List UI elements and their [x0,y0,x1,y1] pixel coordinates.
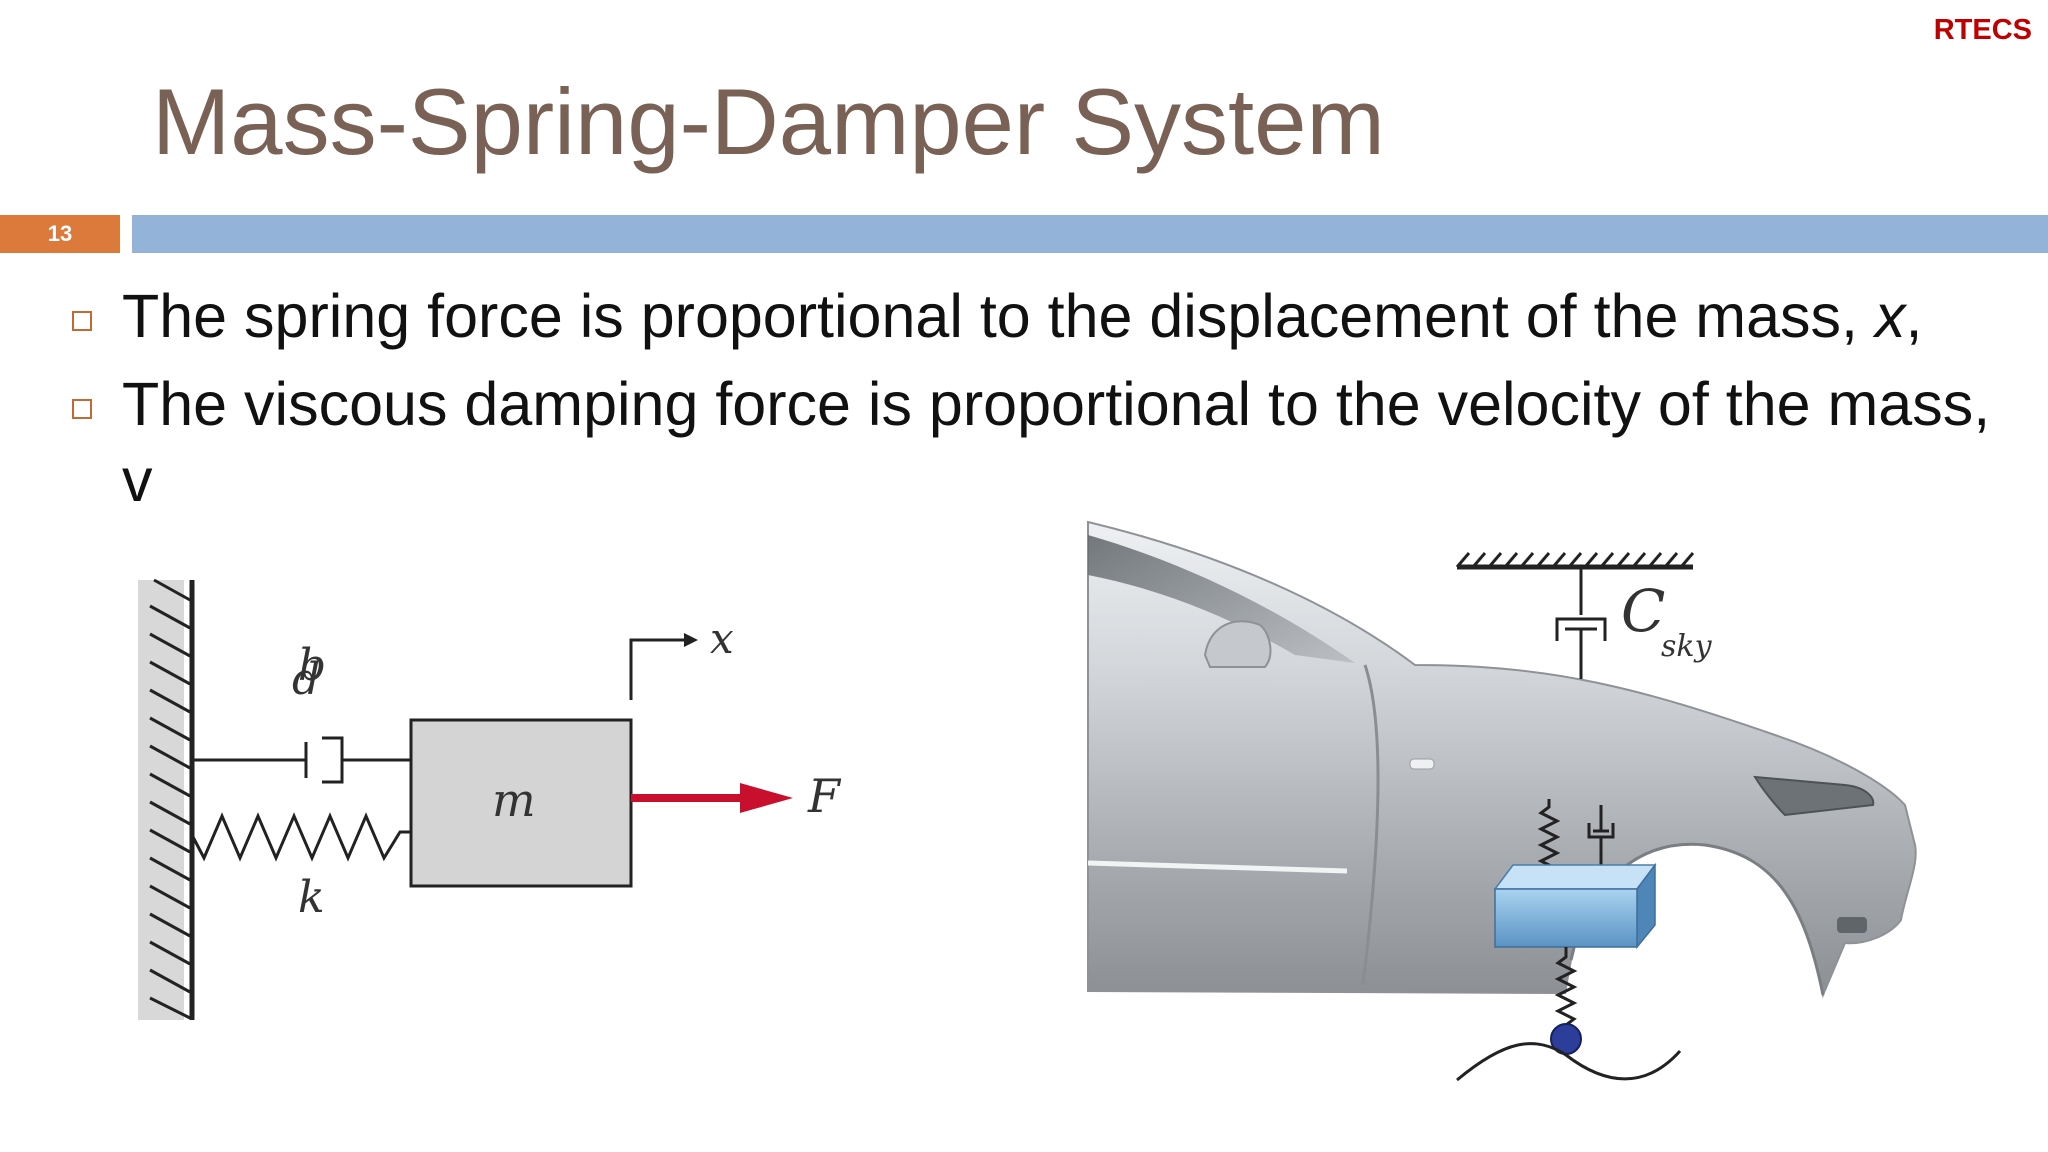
bullet-variable: x [1874,282,1906,350]
wall [138,580,184,1020]
skyhook-hatching [1455,552,1695,568]
unsprung-mass-top [1493,864,1657,890]
car-window [1088,535,1355,663]
bullet-text: The viscous damping force is proportiona… [122,370,1991,514]
headlight [1753,775,1875,817]
bullet-square-icon [72,399,92,419]
bullet-square-icon [72,311,92,331]
tire-spring [1554,947,1578,1035]
mass-block [409,718,633,888]
bullet-list: The spring force is proportional to the … [70,278,2020,530]
title-underline-bar [132,215,2048,253]
bullet-suffix: , [1905,282,1923,350]
displacement-label: x [710,614,734,663]
road-profile [1456,1042,1682,1082]
force-arrowhead [740,783,793,813]
slide-number: 13 [0,215,120,253]
body-crease [1087,860,1348,874]
skyhook-subscript: sky [1661,629,1713,664]
spring [190,812,412,862]
displacement-arrowhead [684,633,698,647]
bullet-item: The viscous damping force is proportiona… [70,366,2020,518]
bullet-text: The spring force is proportional to the … [122,282,1875,350]
unsprung-mass-front [1494,888,1638,948]
skyhook-label: C [1621,577,1665,645]
bullet-item: The spring force is proportional to the … [70,278,2020,354]
damper-label-overlay: d [292,654,320,705]
side-marker [1409,758,1435,770]
fog-light [1837,917,1867,933]
damper [192,736,412,784]
mass-label: m [492,773,536,827]
force-label: F [807,769,842,823]
mass-spring-damper-diagram: b d k m x F [138,578,842,1020]
side-mirror [1203,620,1272,668]
damper-label: b [298,640,326,691]
spring-label: k [298,872,325,923]
slide-title: Mass-Spring-Damper System [152,69,1385,174]
skyhook-label-main: C [1621,577,1665,645]
door-seam [1361,664,1380,986]
displacement-arrow [629,638,690,700]
skyhook-damper [1555,567,1607,679]
brand-label: RTECS [1933,14,2032,46]
car-skyhook-diagram: C sky [1087,520,1917,1082]
wall-hatching [149,578,191,1020]
